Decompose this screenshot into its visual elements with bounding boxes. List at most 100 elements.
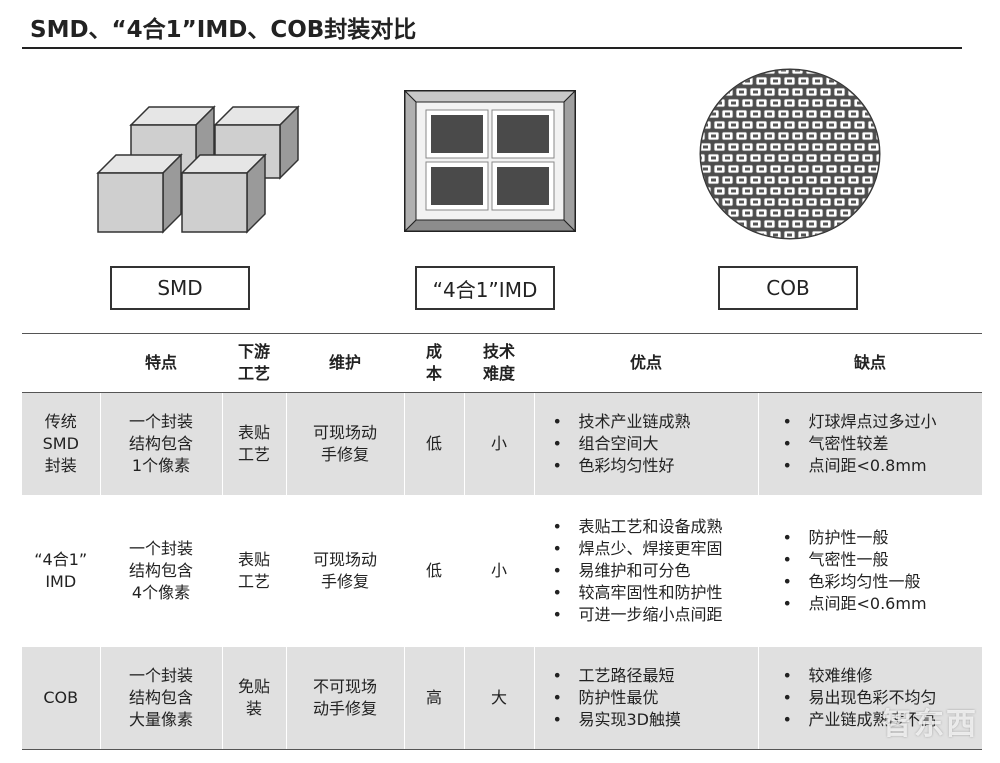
cob-pixel-core	[711, 178, 716, 182]
cob-pixel-core	[731, 233, 736, 237]
cob-pixel-core	[759, 79, 764, 83]
cob-pixel-core	[865, 178, 870, 182]
cob-pixel-core	[843, 189, 848, 193]
cob-pixel	[707, 70, 720, 75]
list-item: 可进一步缩小点间距	[549, 604, 758, 626]
cob-pixel-core	[773, 145, 778, 149]
cob-pixel-core	[857, 123, 862, 127]
cob-pixel-core	[781, 90, 786, 94]
cob-pixel	[853, 76, 866, 86]
cob-pixel	[701, 153, 706, 163]
cob-pixel-core	[759, 167, 764, 171]
cell-advantages: 技术产业链成熟 组合空间大 色彩均匀性好	[534, 392, 759, 497]
cell-maintenance: 可现场动 手修复	[286, 496, 405, 647]
cob-pixel-core	[871, 233, 876, 237]
cob-pixel-core	[829, 145, 834, 149]
cob-pixel-core	[745, 123, 750, 127]
cob-pixel	[882, 77, 883, 85]
cob-pixel-core	[843, 233, 848, 237]
cob-pixel-core	[851, 222, 856, 226]
cell-process: 表贴 工艺	[222, 392, 287, 497]
cob-pixel-core	[753, 200, 758, 204]
disadvantages-list: 灯球焊点过多过小 气密性较差 点间距<0.8mm	[779, 411, 983, 477]
cob-pixel-core	[725, 70, 730, 72]
cell-type: COB	[22, 646, 101, 750]
cob-pixel-core	[843, 123, 848, 127]
cell-process: 表贴 工艺	[222, 496, 287, 647]
list-item: 色彩均匀性好	[549, 455, 758, 477]
list-item: 点间距<0.8mm	[779, 455, 983, 477]
cob-pixel-core	[767, 112, 772, 116]
cob-pixel-core	[773, 101, 778, 105]
cob-pixel-core	[739, 156, 744, 160]
cob-pixel-core	[801, 211, 806, 215]
advantages-list: 表贴工艺和设备成熟 焊点少、焊接更牢固 易维护和可分色 较高牢固性和防护性 可进…	[549, 516, 758, 626]
cob-pixel	[701, 98, 712, 108]
cell-difficulty: 小	[464, 496, 535, 647]
list-item: 点间距<0.6mm	[779, 593, 983, 615]
cob-pixel-core	[759, 211, 764, 215]
cob-pixel-core	[753, 70, 758, 72]
table-row: 传统 SMD 封装 一个封装 结构包含 1个像素 表贴 工艺 可现场动 手修复 …	[22, 392, 983, 497]
cob-pixel-core	[829, 101, 834, 105]
list-item: 产业链成熟度不高	[779, 709, 983, 731]
cell-cost: 高	[404, 646, 465, 750]
cob-pixel	[875, 109, 879, 119]
cob-pixel	[882, 121, 883, 129]
cell-cost: 低	[404, 496, 465, 647]
cob-pixel-core	[815, 79, 820, 83]
cell-feature: 一个封装 结构包含 大量像素	[100, 646, 223, 750]
cob-pixel-core	[767, 134, 772, 138]
cob-pixel	[701, 219, 706, 229]
cob-pixel	[741, 230, 754, 238]
cob-pixel-core	[837, 178, 842, 182]
cob-pixel-core	[823, 156, 828, 160]
cob-pixel-core	[767, 178, 772, 182]
cob-pixel-core	[795, 90, 800, 94]
cob-pixel-core	[717, 167, 722, 171]
cob-pixel	[701, 87, 706, 97]
cob-pixel-core	[857, 79, 862, 83]
imd-4in1-illustration	[404, 90, 576, 232]
header-feature: 特点	[100, 333, 222, 393]
cell-cost: 低	[404, 392, 465, 497]
cob-pixel-core	[739, 112, 744, 116]
list-item: 较高牢固性和防护性	[549, 582, 758, 604]
cob-pixel-core	[753, 178, 758, 182]
cob-label: COB	[718, 266, 858, 310]
cob-pixel-core	[815, 145, 820, 149]
watermark-logo: 智东西	[882, 707, 978, 742]
cob-pixel-core	[703, 145, 708, 149]
cob-pixel-core	[701, 156, 702, 160]
cob-pixel-core	[829, 189, 834, 193]
cob-pixel	[867, 98, 879, 108]
cob-pixel-core	[823, 134, 828, 138]
title-divider	[22, 47, 962, 49]
cob-pixel-core	[745, 101, 750, 105]
cell-disadvantages: 较难维修 易出现色彩不均匀 产业链成熟度不高	[758, 646, 982, 750]
cob-pixel-core	[781, 200, 786, 204]
cob-pixel-core	[843, 79, 848, 83]
cob-pixel-core	[731, 123, 736, 127]
cob-pixel	[861, 219, 874, 229]
header-disadvantages: 缺点	[758, 333, 982, 393]
cob-pixel-core	[829, 167, 834, 171]
cob-pixel	[875, 87, 879, 97]
cob-pixel-core	[767, 90, 772, 94]
cob-pixel-core	[701, 112, 702, 116]
cob-pixel	[875, 197, 879, 207]
cob-pixel-core	[829, 211, 834, 215]
cob-pixel-core	[731, 101, 736, 105]
cob-pixel-core	[795, 112, 800, 116]
disadvantages-list: 较难维修 易出现色彩不均匀 产业链成熟度不高	[779, 665, 983, 731]
cob-pixel	[707, 87, 720, 97]
cob-pixel-core	[711, 90, 716, 94]
smd-cubes-illustration	[96, 105, 300, 234]
list-item: 气密性较差	[779, 433, 983, 455]
cob-pixel-core	[795, 156, 800, 160]
cob-pixel-core	[837, 134, 842, 138]
cob-pixel-core	[871, 101, 876, 105]
cob-pixel-core	[829, 233, 834, 237]
cell-process: 免贴 装	[222, 646, 287, 750]
cob-pixel-core	[745, 189, 750, 193]
